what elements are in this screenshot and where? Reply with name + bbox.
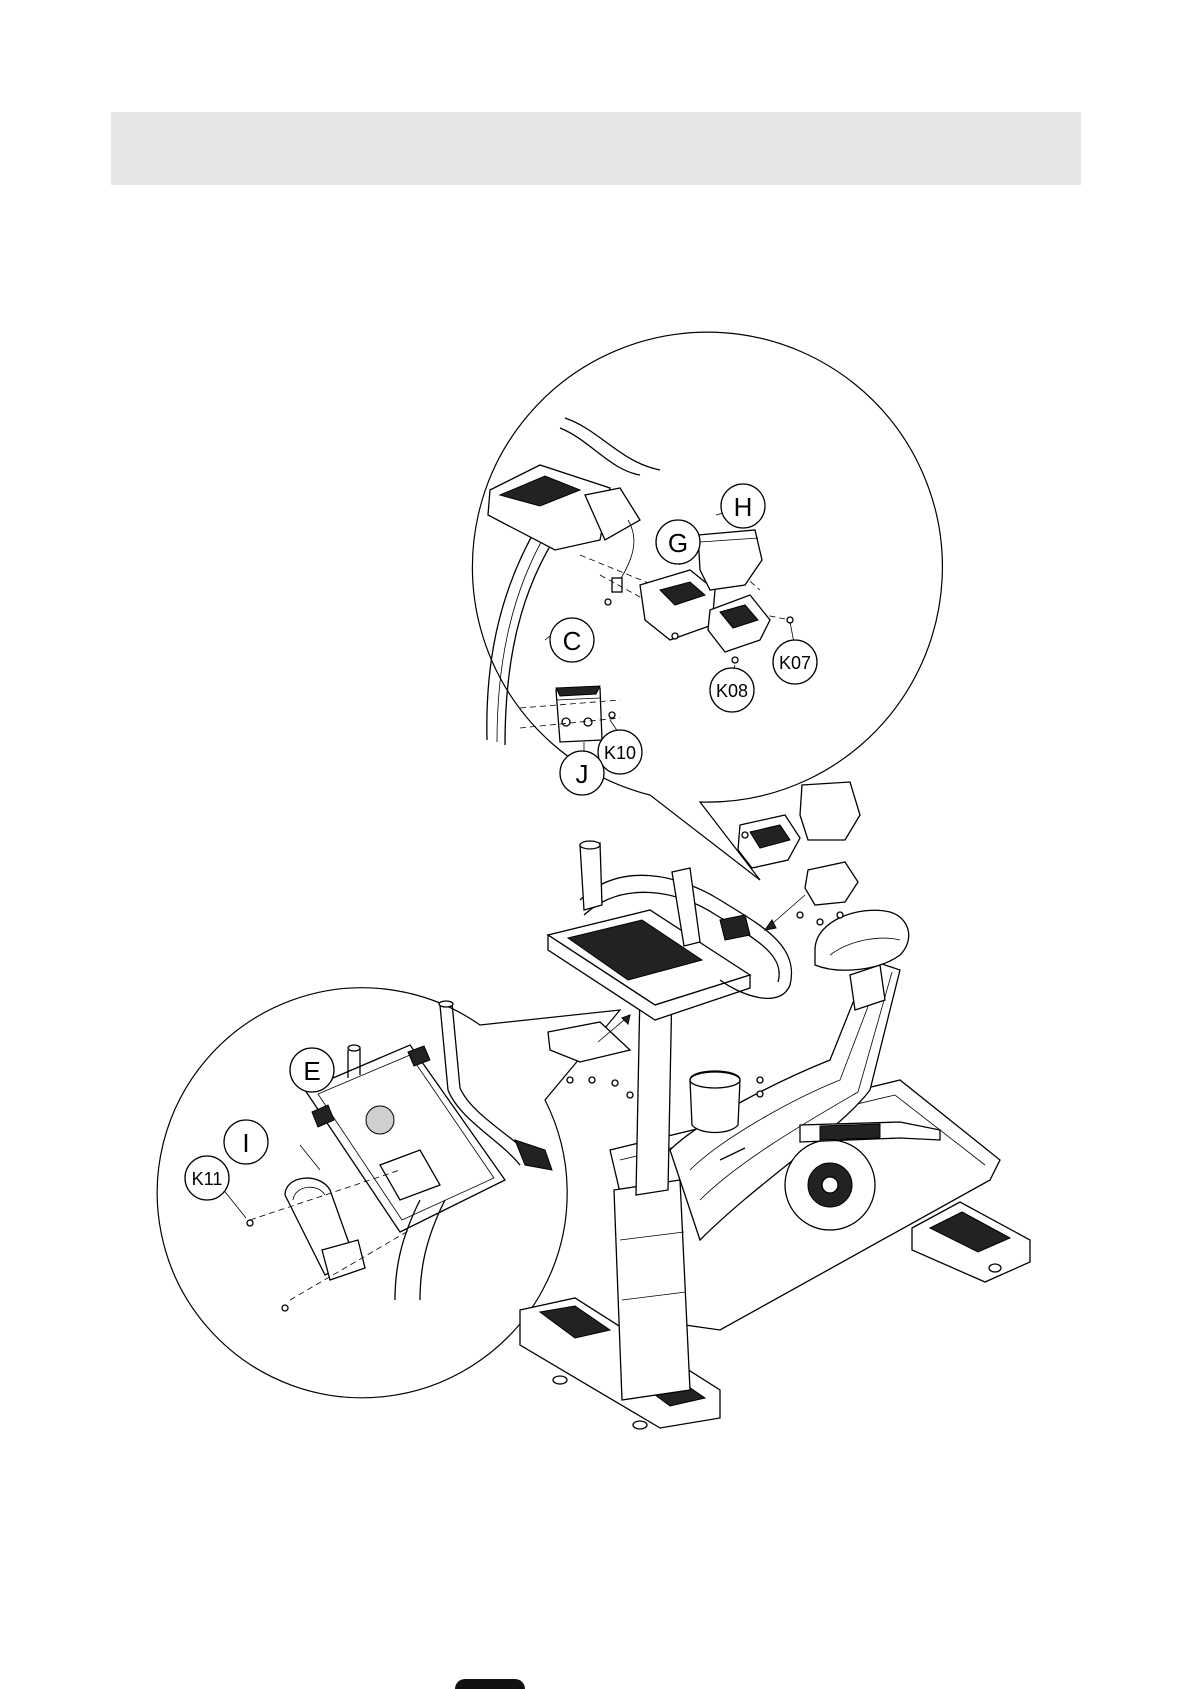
page-bottom-mark	[455, 1679, 525, 1689]
label-H: H	[721, 484, 765, 528]
label-I: I	[224, 1120, 268, 1164]
label-K11: K11	[185, 1156, 229, 1200]
label-E: E	[290, 1048, 334, 1092]
label-G: G	[656, 520, 700, 564]
label-C: C	[550, 618, 594, 662]
svg-text:G: G	[668, 528, 688, 558]
svg-text:C: C	[563, 626, 582, 656]
svg-text:H: H	[734, 492, 753, 522]
svg-text:K11: K11	[192, 1169, 223, 1189]
label-K08: K08	[710, 668, 754, 712]
svg-text:I: I	[242, 1128, 249, 1158]
exercise-bike	[520, 782, 1030, 1429]
label-K10: K10	[598, 730, 642, 774]
svg-text:J: J	[576, 759, 589, 789]
svg-text:K07: K07	[779, 653, 811, 673]
svg-text:E: E	[303, 1056, 320, 1086]
label-K07: K07	[773, 640, 817, 684]
label-J: J	[560, 751, 604, 795]
svg-text:K08: K08	[716, 681, 748, 701]
svg-text:K10: K10	[604, 743, 636, 763]
